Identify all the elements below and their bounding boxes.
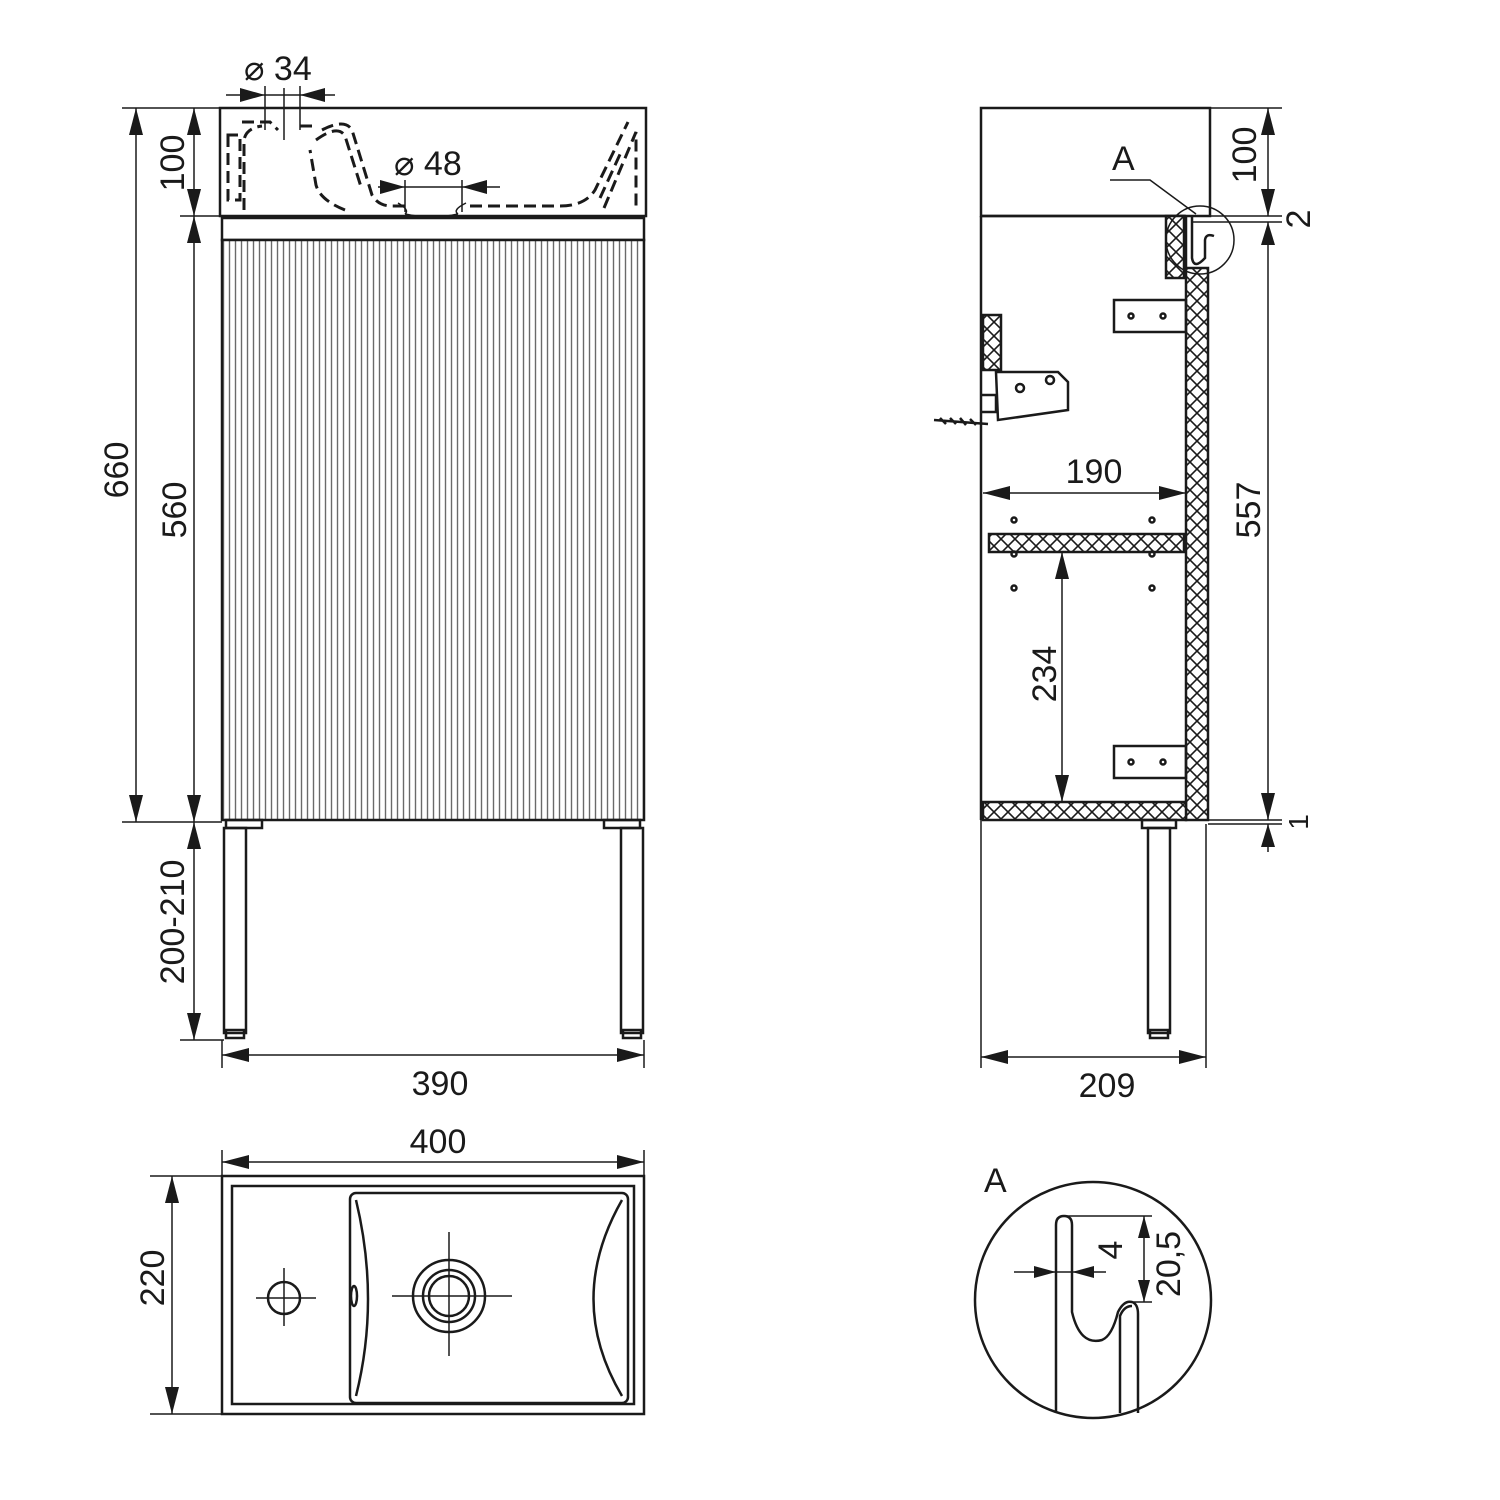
detail-a-callout: A: [1112, 140, 1135, 178]
dim-width-label: 390: [412, 1065, 469, 1103]
dim-gap-bottom-label: 1: [1283, 814, 1314, 830]
door-hinge: [933, 313, 1070, 426]
detail-a-view: A 4 20,5: [973, 1162, 1213, 1420]
dim-cabinet-height: 560: [156, 216, 201, 822]
side-shelf: [987, 532, 1186, 554]
front-leg-right: [619, 826, 645, 1035]
dim-detail-hook-label: 20,5: [1150, 1231, 1188, 1297]
side-leg: [1146, 826, 1172, 1035]
dim-shelf-height: 234: [1026, 552, 1069, 802]
dim-basin-height-label: 100: [154, 135, 192, 192]
bowl-curve-right: [592, 1199, 624, 1397]
dim-detail-thickness-label: 4: [1092, 1241, 1130, 1260]
front-leg-left: [222, 826, 248, 1035]
dim-shelf-depth-label: 190: [1066, 453, 1123, 491]
dim-drain-label: ⌀ 48: [394, 145, 462, 183]
dim-gap-bottom: 1: [1261, 814, 1314, 852]
dim-inner-height: 557: [1230, 222, 1275, 820]
front-cabinet-door: [220, 238, 646, 822]
dim-inner-height-label: 557: [1230, 482, 1268, 539]
detail-a-circle-large: [973, 1180, 1213, 1420]
dim-basin-height: 100: [154, 108, 201, 216]
top-view: 400 220: [134, 1123, 646, 1416]
dim-top-width: 400: [222, 1123, 644, 1169]
dim-shelf-height-label: 234: [1026, 646, 1064, 703]
dim-side-depth: 209: [981, 1050, 1206, 1105]
dim-side-depth-label: 209: [1079, 1067, 1136, 1105]
side-bracket-bottom: [1112, 744, 1188, 780]
detail-a-label: A: [984, 1162, 1007, 1200]
dim-top-width-label: 400: [410, 1123, 467, 1161]
dim-drain: ⌀ 48: [378, 145, 500, 212]
front-basin: [218, 106, 648, 218]
top-basin-outer: [220, 1174, 646, 1416]
side-hanger-hook: [1184, 216, 1215, 268]
side-bottom-panel: [981, 800, 1188, 822]
dim-total-height: 660: [98, 108, 143, 822]
dim-width: 390: [222, 1048, 644, 1103]
front-cabinet-top-rail: [220, 216, 646, 242]
top-basin-bowl: [348, 1191, 630, 1405]
dim-top-depth: 220: [134, 1176, 179, 1414]
dim-legs: 200-210: [154, 822, 201, 1040]
side-view: A: [933, 106, 1318, 1105]
dim-top-depth-label: 220: [134, 1250, 172, 1307]
dim-side-basin-height: 100: [1226, 108, 1275, 216]
top-basin-inner: [230, 1184, 636, 1406]
dim-gap-top-label: 2: [1280, 210, 1318, 229]
dim-cabinet-height-label: 560: [156, 482, 194, 539]
dim-gap-top: 2: [1261, 210, 1318, 245]
overflow-hole: [349, 1284, 359, 1308]
dim-side-basin-height-label: 100: [1226, 127, 1264, 184]
side-bracket-top: [1112, 298, 1188, 334]
shelf-pin-holes: [1010, 516, 1156, 592]
dim-tap-hole: ⌀ 34: [226, 50, 335, 102]
detail-a-leader: [1110, 179, 1197, 215]
bowl-curve-left: [354, 1199, 370, 1397]
front-view: ⌀ 34 ⌀ 48: [98, 50, 648, 1103]
dim-tap-hole-label: ⌀ 34: [244, 50, 312, 88]
dim-legs-label: 200-210: [154, 860, 192, 985]
hinge-screw: [933, 417, 989, 426]
dim-detail-thickness: 4: [1014, 1241, 1130, 1278]
dim-detail-hook: 20,5: [1064, 1215, 1188, 1303]
dim-shelf-depth: 190: [983, 453, 1186, 500]
dim-total-height-label: 660: [98, 442, 136, 499]
detail-a-circle: [1165, 205, 1235, 275]
side-back-panel: [1184, 266, 1210, 822]
